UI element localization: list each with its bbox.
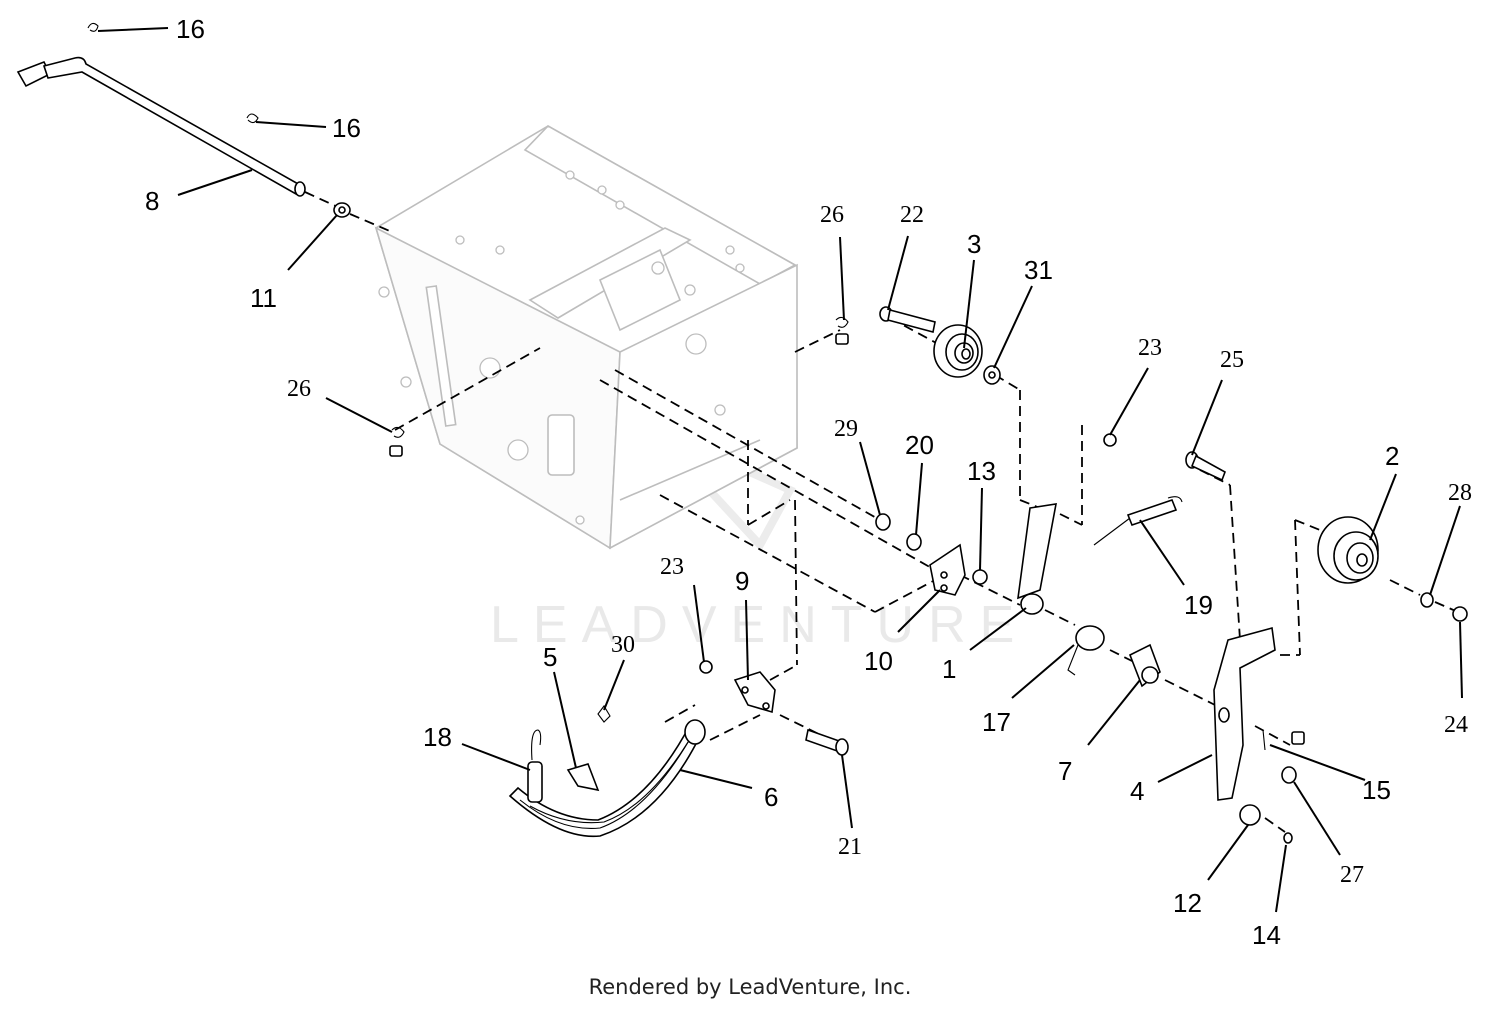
callout-7: 7	[1058, 756, 1072, 786]
nut-part-23a	[1103, 433, 1117, 447]
callout-20: 20	[905, 430, 934, 460]
clip-part-14	[1283, 832, 1293, 844]
callout-23-lower: 23	[660, 554, 684, 580]
callout-3: 3	[967, 229, 981, 259]
callout-31: 31	[1024, 255, 1053, 285]
pad-part-5	[566, 763, 600, 792]
callout-29: 29	[834, 416, 858, 442]
callout-8: 8	[145, 186, 159, 216]
callout-2: 2	[1385, 441, 1399, 471]
clip-part-16b	[246, 113, 259, 124]
callout-1: 1	[942, 654, 956, 684]
watermark-text: LEADVENTURE	[490, 596, 1028, 654]
leader-lines	[97, 27, 1463, 913]
fastener-part-26a	[389, 426, 405, 457]
callout-24: 24	[1444, 712, 1468, 738]
nut-part-13	[972, 569, 988, 585]
bolt-near-15	[1291, 731, 1305, 745]
bolt-part-21	[805, 728, 849, 756]
bracket-part-9	[733, 671, 776, 714]
frame-housing	[374, 124, 798, 550]
bolt-part-27	[1281, 766, 1297, 784]
callout-19: 19	[1184, 590, 1213, 620]
callout-15: 15	[1362, 775, 1391, 805]
bolt-part-25	[1185, 451, 1226, 482]
callout-26-left: 26	[287, 376, 311, 402]
callout-21: 21	[838, 834, 862, 860]
callout-12: 12	[1173, 888, 1202, 918]
nut-part-24	[1452, 606, 1468, 622]
belt-guide-part-6	[508, 719, 706, 838]
spring-part-18	[527, 729, 543, 803]
arm-part-1	[1017, 503, 1057, 615]
callout-18: 18	[423, 722, 452, 752]
spacer-part-31	[983, 365, 1001, 385]
plate-part-4	[1213, 626, 1276, 801]
washer-part-28	[1420, 592, 1434, 608]
callout-10: 10	[864, 646, 893, 676]
pulley-part-3	[933, 324, 983, 378]
callout-9: 9	[735, 566, 749, 596]
callout-6: 6	[764, 782, 778, 812]
bracket-part-10	[929, 543, 966, 596]
callout-13: 13	[967, 456, 996, 486]
torsion-spring-part-17	[1067, 625, 1105, 676]
spacer-part-12	[1239, 804, 1261, 826]
callout-11: 11	[250, 283, 277, 313]
bolt-part-22	[879, 306, 936, 333]
pin-part-15	[1262, 729, 1266, 751]
callout-28: 28	[1448, 480, 1472, 506]
pivot-part-7	[1128, 643, 1161, 688]
callout-16-top: 16	[176, 14, 205, 44]
callout-16-mid: 16	[332, 113, 361, 143]
callout-4: 4	[1130, 776, 1144, 806]
callout-22: 22	[900, 202, 924, 228]
washer-part-29	[875, 513, 891, 531]
fastener-part-26b	[835, 316, 849, 345]
callout-5: 5	[543, 642, 557, 672]
callout-23-upper: 23	[1138, 335, 1162, 361]
rod-part-8	[16, 56, 306, 197]
callout-17: 17	[982, 707, 1011, 737]
parts	[16, 22, 1468, 844]
callout-labels: 16 16 8 11 26 26 22 3 31 23 25 29 20 13 …	[145, 14, 1472, 950]
bushing-part-11	[333, 202, 351, 218]
clip-part-16a	[87, 22, 99, 32]
callout-26-right: 26	[820, 202, 844, 228]
callout-25: 25	[1220, 347, 1244, 373]
callout-30: 30	[611, 632, 635, 658]
spring-washer-part-20	[906, 533, 922, 551]
callout-27: 27	[1340, 862, 1364, 888]
footer-credit: Rendered by LeadVenture, Inc.	[588, 975, 912, 999]
clip-part-30	[597, 705, 611, 723]
spring-part-19	[1093, 496, 1183, 546]
nut-part-23b	[699, 660, 713, 674]
callout-14: 14	[1252, 920, 1281, 950]
pulley-part-2	[1317, 516, 1379, 584]
